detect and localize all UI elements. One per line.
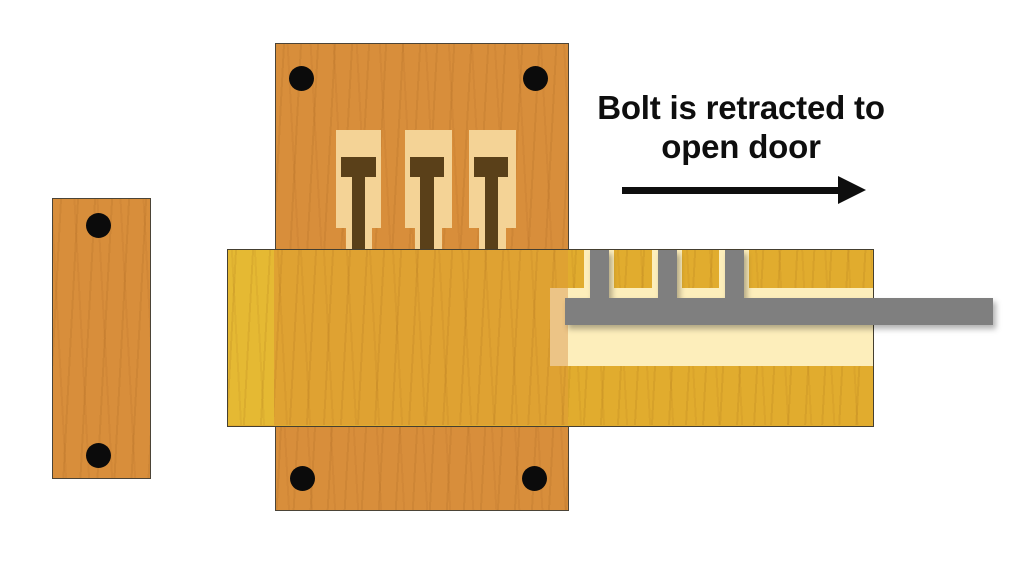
key-shaft [565,297,993,325]
bolt [227,249,874,427]
pin-head [409,156,444,177]
peg-hole-icon [289,466,315,491]
pin-stem [351,176,365,249]
peg-hole-icon [86,212,111,238]
key-tooth [658,250,677,298]
key-tooth [589,250,609,298]
peg-hole-icon [521,466,547,491]
bolt-segment-over-door [274,250,568,425]
key-tooth [724,250,744,298]
keyway-opening-in-door [550,287,568,366]
pin-stem [484,176,498,249]
door-frame-plank [52,198,151,479]
peg-hole-icon [86,442,111,468]
peg-hole-icon [288,66,314,91]
direction-arrow [622,176,866,204]
caption-line-1: Bolt is retracted to [597,89,885,126]
arrow-head-icon [838,176,866,204]
caption: Bolt is retracted to open door [570,88,912,166]
pin-head [340,156,376,177]
peg-hole-icon [522,66,548,91]
pin-stem [420,176,434,249]
caption-line-2: open door [661,128,821,165]
bolt-segment-left [228,250,274,425]
arrow-shaft [622,186,841,194]
pin-head [474,156,508,177]
